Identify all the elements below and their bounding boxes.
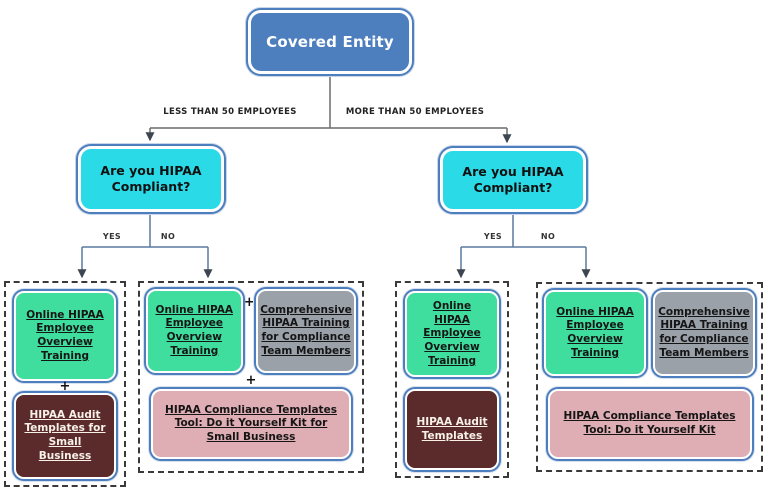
card-label: Online HIPAA Employee Overview Training — [155, 303, 234, 357]
branch-label-less-than-50: LESS THAN 50 EMPLOYEES — [163, 107, 297, 117]
outcome-panel-left-yes: Online HIPAA Employee Overview Training … — [4, 281, 126, 487]
card-online-training[interactable]: Online HIPAA Employee Overview Training — [544, 290, 646, 376]
card-comprehensive-training[interactable]: Comprehensive HIPAA Training for Complia… — [256, 289, 356, 373]
question-label-left: Are you HIPAA Compliant? — [100, 162, 202, 194]
card-label: HIPAA Audit Templates for Small Business — [24, 408, 106, 462]
question-node-left: Are you HIPAA Compliant? — [78, 146, 224, 212]
outcome-panel-right-no: Online HIPAA Employee Overview Training … — [536, 282, 763, 472]
card-label: Online HIPAA Employee Overview Training — [26, 308, 104, 362]
card-audit-templates-small-business[interactable]: HIPAA Audit Templates for Small Business — [14, 393, 116, 479]
card-label: Comprehensive HIPAA Training for Complia… — [658, 305, 750, 359]
card-label: Online HIPAA Employee Overview Training — [423, 300, 481, 367]
covered-entity-node: Covered Entity — [248, 10, 412, 74]
card-online-training[interactable]: Online HIPAA Employee Overview Training — [146, 289, 243, 373]
covered-entity-label: Covered Entity — [266, 33, 394, 51]
card-compliance-templates-kit[interactable]: HIPAA Compliance Templates Tool: Do it Y… — [547, 389, 752, 459]
yes-label-left: YES — [102, 232, 122, 241]
card-label: Comprehensive HIPAA Training for Complia… — [260, 303, 352, 357]
card-audit-templates[interactable]: HIPAA Audit Templates — [405, 389, 499, 470]
outcome-panel-right-yes: Online HIPAA Employee Overview Training … — [395, 281, 509, 478]
card-label: HIPAA Compliance Templates Tool: Do it Y… — [165, 403, 337, 443]
card-comprehensive-training[interactable]: Comprehensive HIPAA Training for Complia… — [653, 290, 755, 376]
no-label-left: NO — [160, 232, 176, 241]
plus-sign: + — [243, 295, 255, 310]
card-label: Online HIPAA Employee Overview Training — [556, 305, 634, 359]
plus-sign: + — [245, 373, 257, 388]
no-label-right: NO — [540, 232, 556, 241]
branch-label-more-than-50: MORE THAN 50 EMPLOYEES — [345, 107, 485, 117]
card-label: HIPAA Audit Templates — [416, 416, 488, 442]
question-label-right: Are you HIPAA Compliant? — [462, 163, 564, 195]
yes-label-right: YES — [483, 232, 503, 241]
card-online-training[interactable]: Online HIPAA Employee Overview Training — [405, 291, 499, 378]
question-node-right: Are you HIPAA Compliant? — [440, 148, 586, 212]
outcome-panel-left-no: Online HIPAA Employee Overview Training … — [138, 281, 364, 473]
plus-sign: + — [59, 379, 71, 394]
card-online-training[interactable]: Online HIPAA Employee Overview Training — [14, 291, 116, 381]
card-compliance-templates-kit-small-business[interactable]: HIPAA Compliance Templates Tool: Do it Y… — [151, 389, 351, 459]
card-label: HIPAA Compliance Templates Tool: Do it Y… — [563, 410, 736, 436]
